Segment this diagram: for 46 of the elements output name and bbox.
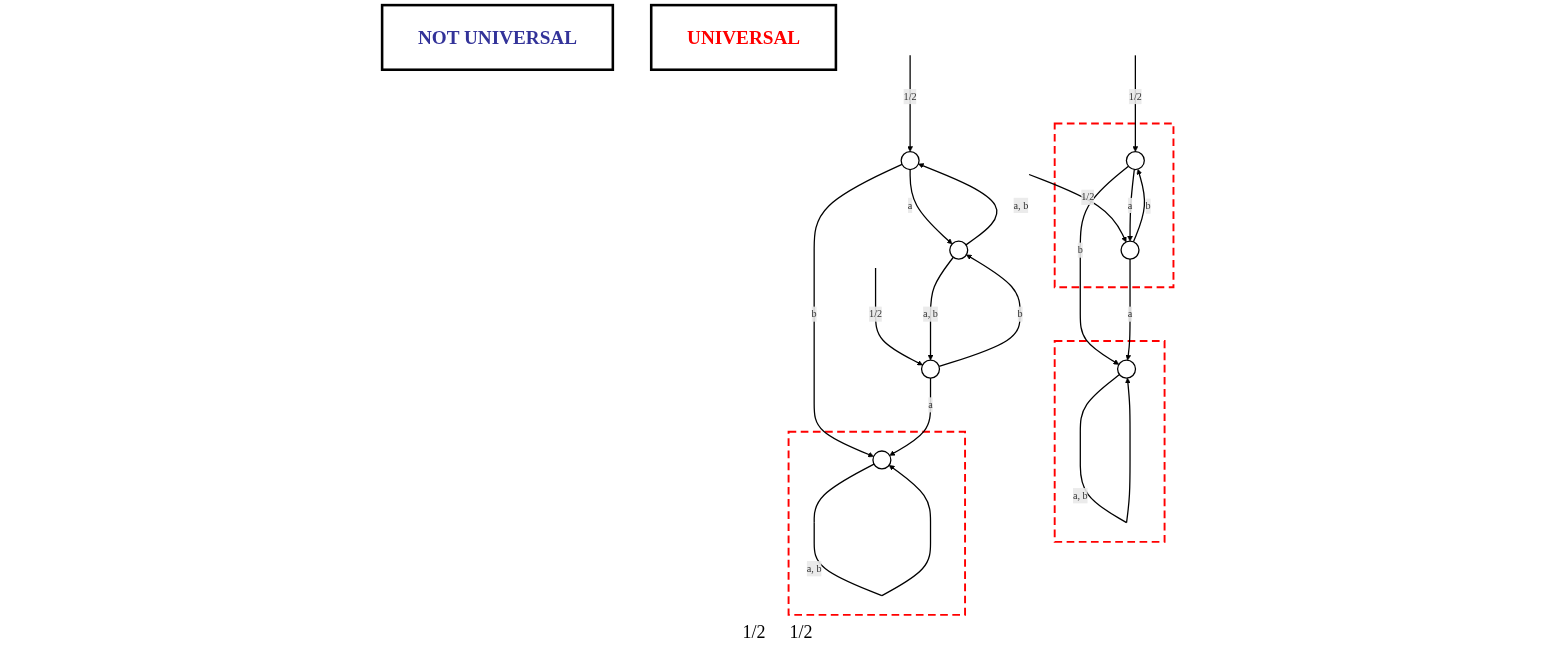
edge-label: 1/2 — [1080, 191, 1095, 203]
node-box: UNIVERSAL — [649, 3, 837, 71]
arrow — [1132, 168, 1145, 243]
arrow — [907, 54, 913, 152]
probability-label: 1/2 — [742, 622, 766, 643]
edge-label: a, b — [1013, 199, 1029, 211]
arrow — [938, 254, 1021, 368]
cluster — [787, 430, 966, 616]
arrow — [1079, 373, 1131, 524]
edge-label: b — [1145, 200, 1151, 212]
edge-label: a — [1127, 308, 1133, 320]
arrow — [813, 163, 903, 458]
edge-label: a — [1127, 199, 1133, 211]
edge-label: b — [1077, 244, 1083, 256]
cluster — [1053, 122, 1175, 289]
node-circle — [900, 150, 920, 171]
cluster — [1053, 340, 1166, 543]
node-circle — [948, 240, 969, 260]
arrow — [813, 463, 931, 597]
edge-label: 1/2 — [868, 308, 882, 320]
edge-label: a — [907, 199, 913, 211]
arrow — [874, 267, 923, 366]
arrow — [1079, 165, 1129, 365]
arrow — [909, 168, 953, 245]
arrow — [1028, 173, 1127, 243]
edge-label: b — [1017, 308, 1023, 320]
arrow — [1132, 54, 1138, 152]
edge-label: a, b — [922, 308, 938, 320]
edge-label: b — [811, 308, 817, 320]
node-circle — [1125, 150, 1145, 171]
node-circle — [1116, 359, 1136, 379]
arrow — [917, 163, 998, 246]
edge-label: 1/2 — [903, 90, 917, 102]
edge-label: a — [927, 399, 933, 411]
edge-label: 1/2 — [1128, 90, 1142, 102]
edge-label: a, b — [806, 563, 822, 574]
probability-label: 1/2 — [789, 622, 813, 643]
edge-label: a, b — [1072, 490, 1088, 501]
node-circle — [1120, 240, 1140, 260]
node-circle — [872, 450, 892, 470]
node-circle — [920, 359, 940, 379]
arrow — [889, 377, 931, 456]
arrow — [1126, 168, 1135, 242]
node-box: NOT UNIVERSAL — [380, 3, 614, 71]
arrow — [927, 256, 954, 361]
arrow — [1125, 258, 1131, 361]
